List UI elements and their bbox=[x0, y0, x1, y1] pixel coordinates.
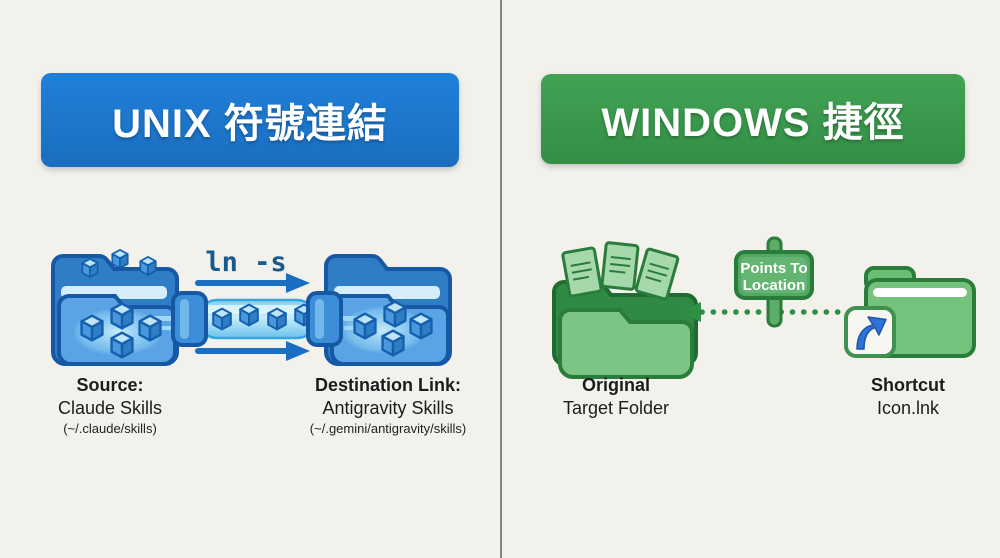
sign-line1-text: Points To bbox=[740, 260, 807, 277]
unix-symlink-diagram: ln -s bbox=[51, 247, 452, 366]
original-name: Target Folder bbox=[562, 398, 670, 418]
windows-title-text: WINDOWS 捷徑 bbox=[601, 101, 905, 145]
skill-cube-icon bbox=[110, 302, 134, 330]
shortcut-name: Icon.lnk bbox=[876, 398, 940, 418]
windows-title-banner: WINDOWS 捷徑 bbox=[541, 74, 965, 164]
arrow-right-bottom-icon bbox=[195, 341, 310, 361]
skill-cube-icon bbox=[239, 303, 259, 327]
document-icon bbox=[634, 247, 680, 301]
skill-cube-icon bbox=[110, 331, 134, 359]
destination-label: Destination Link: Antigravity Skills (~/… bbox=[281, 374, 495, 438]
skill-cube-icon bbox=[139, 256, 157, 276]
shortcut-label: Shortcut Icon.lnk bbox=[828, 374, 988, 420]
source-folder-icon bbox=[51, 249, 179, 366]
document-icon bbox=[600, 241, 640, 291]
skill-cube-icon bbox=[138, 314, 162, 342]
skill-cube-icon bbox=[81, 258, 99, 278]
destination-heading: Destination Link: bbox=[314, 375, 461, 395]
skill-cube-icon bbox=[353, 312, 377, 340]
skill-cube-icon bbox=[212, 307, 232, 331]
windows-shortcut-diagram: Points To Location bbox=[552, 236, 976, 379]
skill-cube-icon bbox=[381, 329, 405, 357]
original-label: Original Target Folder bbox=[534, 374, 698, 420]
source-name: Claude Skills bbox=[57, 398, 163, 418]
signpost-icon: Points To Location bbox=[734, 236, 814, 328]
ln-s-command-text: ln -s bbox=[205, 247, 286, 278]
shortcut-heading: Shortcut bbox=[871, 375, 945, 395]
skill-cube-icon bbox=[267, 307, 287, 331]
shortcut-arrow-badge-icon bbox=[844, 306, 896, 358]
panel-divider bbox=[500, 0, 502, 558]
skill-cube-icon bbox=[383, 300, 407, 328]
pipe-tube-icon bbox=[171, 291, 343, 347]
arrow-right-top-icon bbox=[195, 273, 310, 293]
destination-path: (~/.gemini/antigravity/skills) bbox=[309, 421, 467, 436]
original-folder-icon bbox=[552, 241, 698, 379]
destination-folder-icon bbox=[324, 254, 452, 366]
unix-title-text: UNIX 符號連結 bbox=[112, 102, 388, 146]
source-label: Source: Claude Skills (~/.claude/skills) bbox=[30, 374, 190, 438]
document-icon bbox=[561, 246, 603, 298]
unix-title-banner: UNIX 符號連結 bbox=[41, 73, 459, 167]
source-path: (~/.claude/skills) bbox=[63, 421, 157, 436]
original-heading: Original bbox=[581, 375, 650, 395]
source-heading: Source: bbox=[76, 375, 144, 395]
shortcut-folder-icon bbox=[844, 266, 976, 358]
skill-cube-icon bbox=[80, 314, 104, 342]
skill-cube-icon bbox=[111, 249, 129, 269]
destination-name: Antigravity Skills bbox=[322, 398, 454, 418]
sign-line2-text: Location bbox=[743, 277, 806, 294]
skill-cube-icon bbox=[409, 312, 433, 340]
